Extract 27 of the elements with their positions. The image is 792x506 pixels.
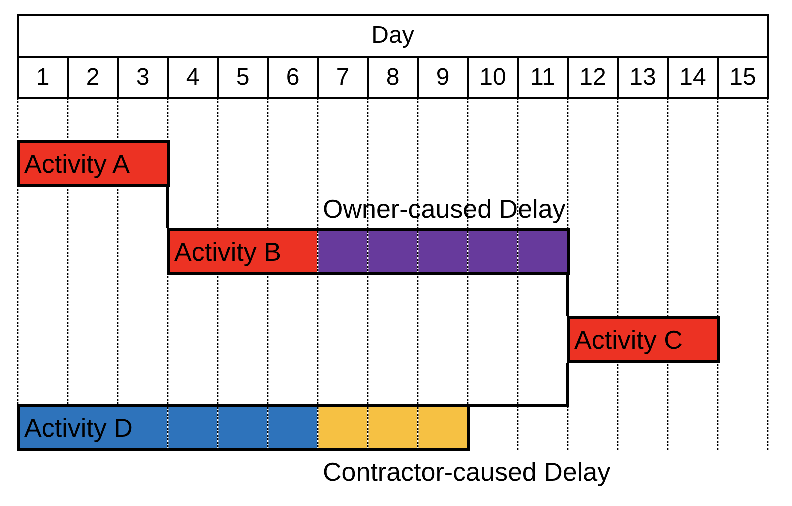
day-number-cell: 5 bbox=[219, 58, 269, 99]
activity-bar bbox=[566, 316, 720, 363]
connector-line bbox=[566, 275, 570, 316]
day-number-cell: 14 bbox=[669, 58, 719, 99]
connector-line bbox=[166, 187, 170, 228]
day-number-cell: 10 bbox=[469, 58, 519, 99]
activity-bar bbox=[16, 140, 170, 187]
day-number-cell: 8 bbox=[369, 58, 419, 99]
day-number-cell: 15 bbox=[719, 58, 769, 99]
day-number-cell: 11 bbox=[519, 58, 569, 99]
day-number-cell: 9 bbox=[419, 58, 469, 99]
day-number-cell: 12 bbox=[569, 58, 619, 99]
day-number-cell: 3 bbox=[119, 58, 169, 99]
day-number-cell: 4 bbox=[169, 58, 219, 99]
delay-label: Owner-caused Delay bbox=[323, 194, 566, 224]
delay-label: Contractor-caused Delay bbox=[323, 457, 611, 487]
header-cell: Day bbox=[19, 16, 769, 58]
activity-label: Activity D bbox=[24, 412, 133, 442]
day-number-cell: 7 bbox=[319, 58, 369, 99]
day-number-cell: 2 bbox=[69, 58, 119, 99]
connector-line bbox=[470, 363, 570, 407]
day-number-cell: 6 bbox=[269, 58, 319, 99]
day-number-cell: 13 bbox=[619, 58, 669, 99]
day-number-cell: 1 bbox=[19, 58, 69, 99]
activity-label: Activity A bbox=[24, 148, 130, 178]
activity-label: Activity B bbox=[174, 236, 282, 266]
activity-label: Activity C bbox=[574, 324, 683, 354]
